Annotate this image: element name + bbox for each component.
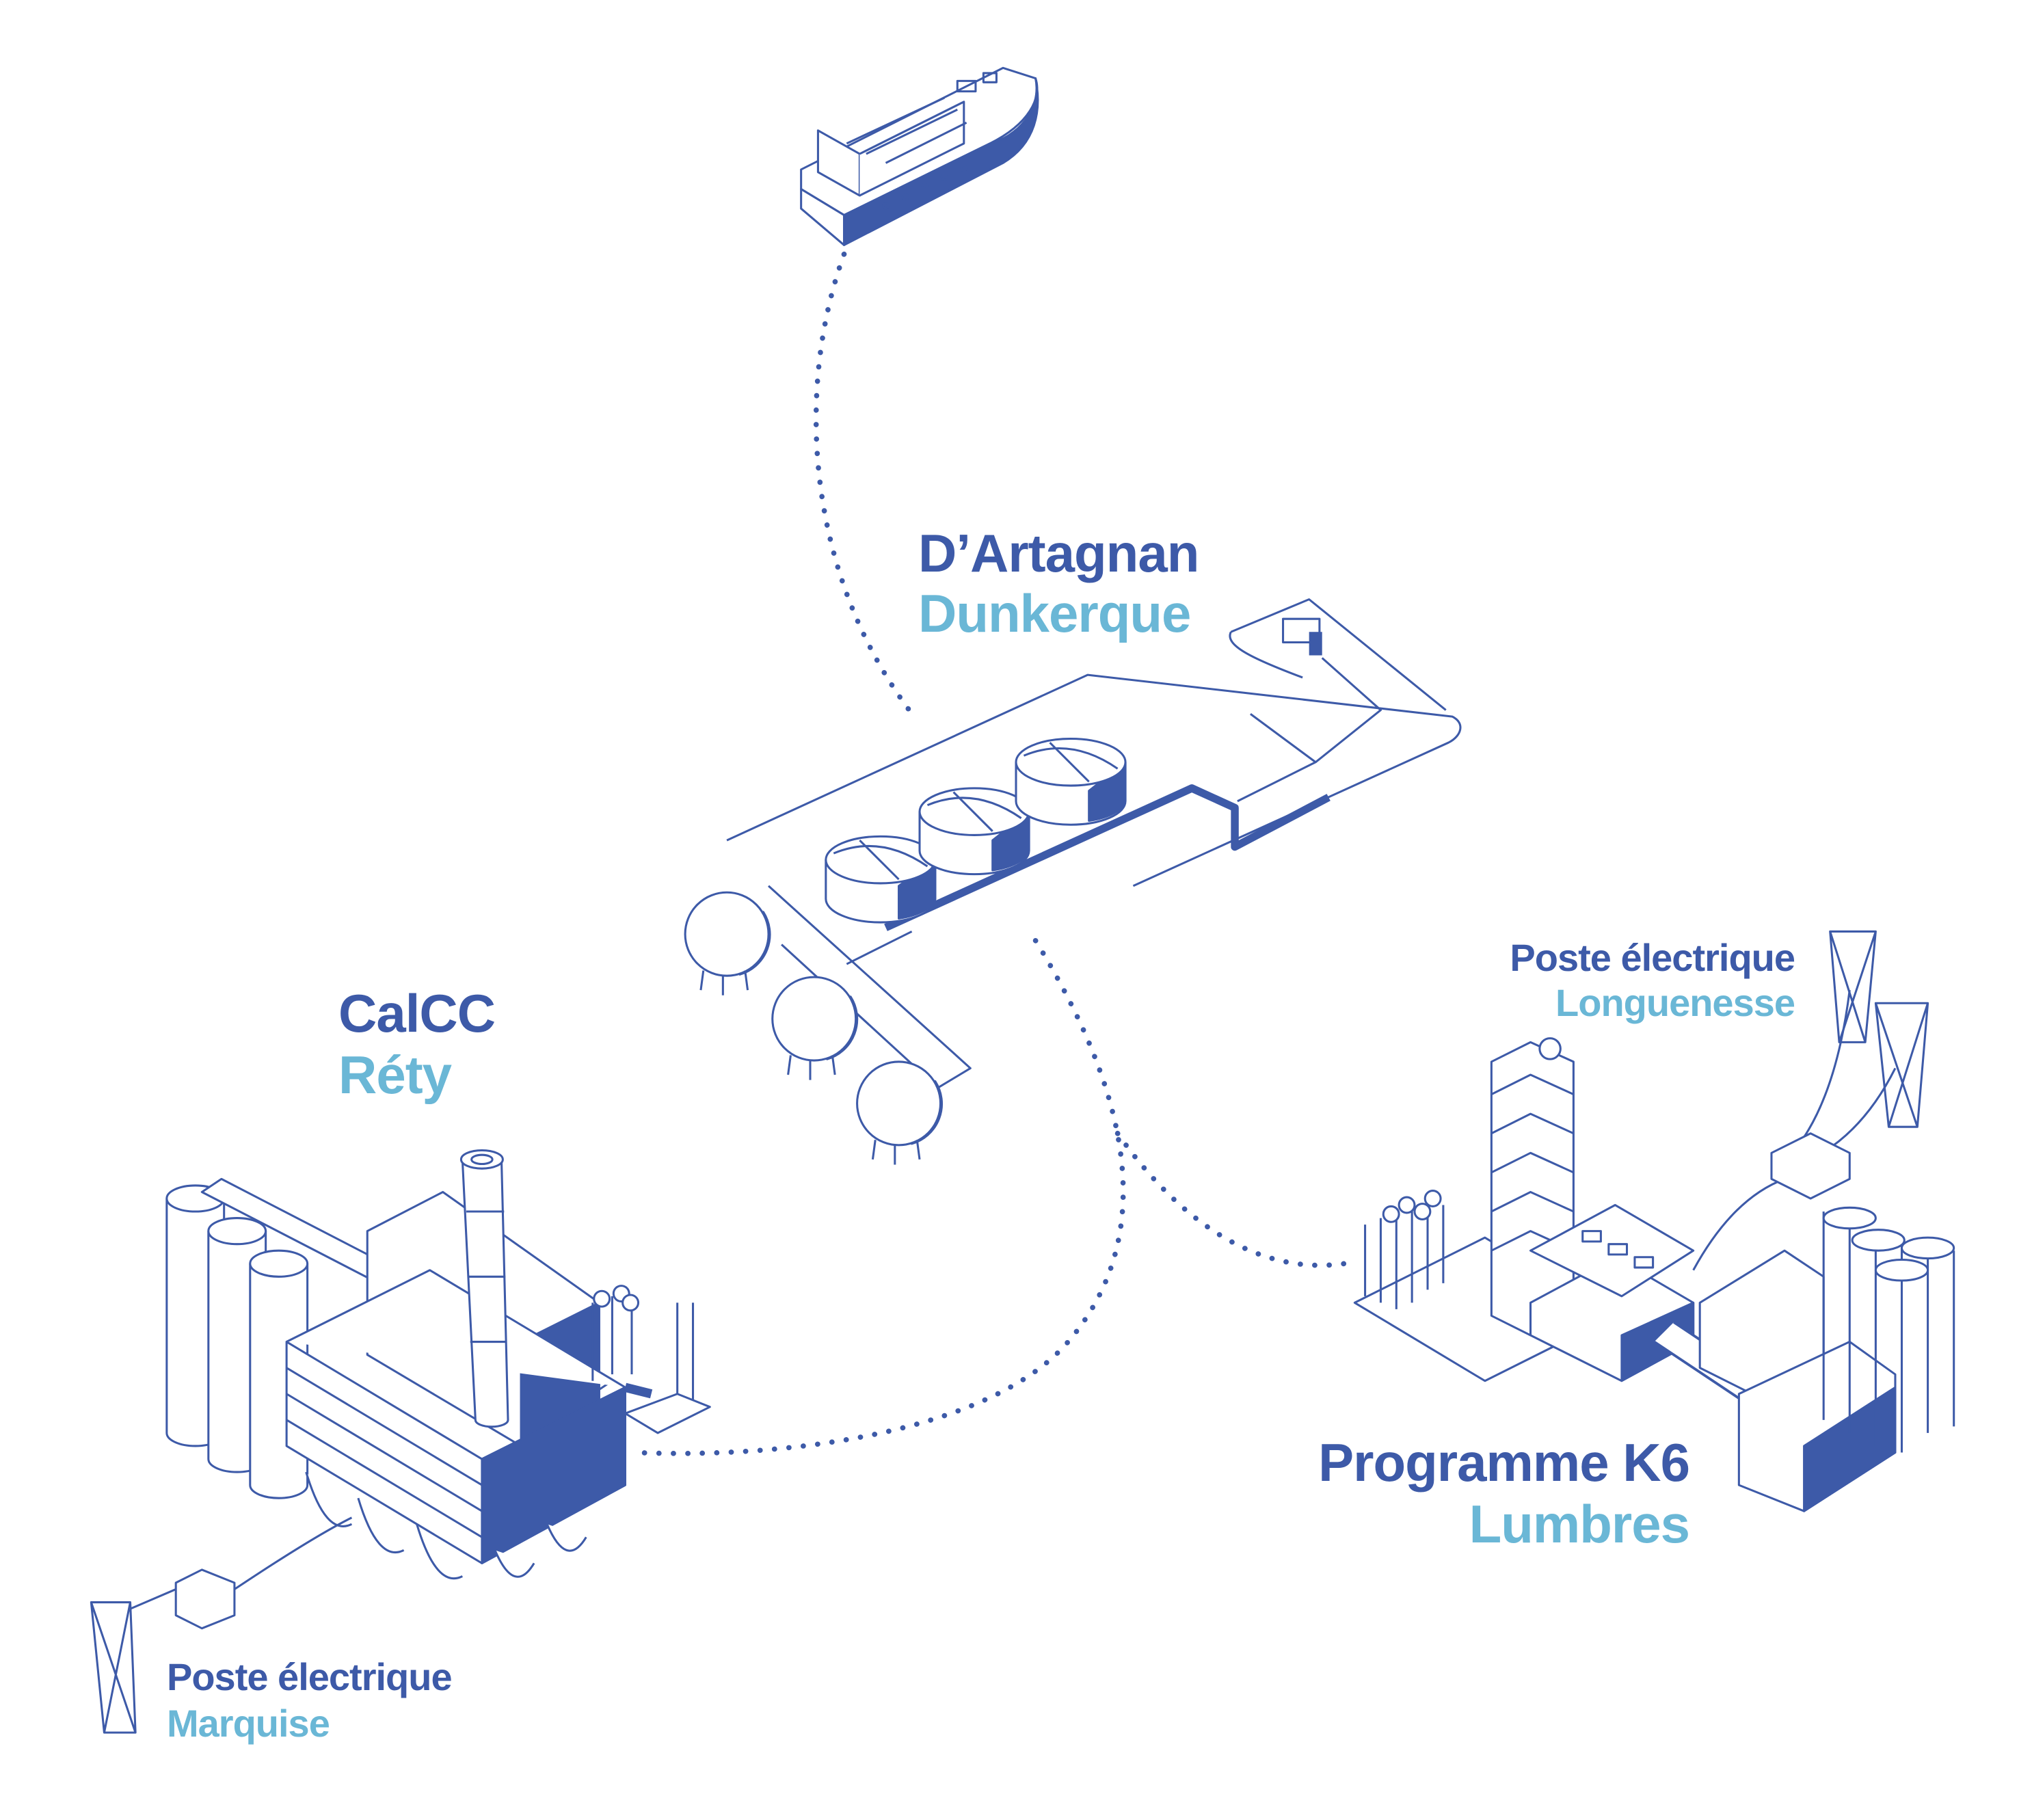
route-ship-to-terminal bbox=[813, 251, 912, 713]
calcc-power-plant-icon bbox=[165, 1149, 711, 1580]
pylon-icon-west bbox=[90, 1516, 353, 1734]
k6-name: Programme K6 bbox=[1318, 1432, 1690, 1493]
substation-west-name: Poste électrique bbox=[167, 1655, 453, 1698]
terminal-name: D’Artagnan bbox=[918, 523, 1199, 583]
label-k6: Programme K6 Lumbres bbox=[1318, 1432, 1690, 1554]
k6-place: Lumbres bbox=[1469, 1494, 1690, 1554]
substation-east-place: Longuenesse bbox=[1555, 981, 1795, 1024]
lng-terminal-icon bbox=[684, 598, 1462, 1165]
calcc-name: CalCC bbox=[338, 983, 496, 1043]
label-calcc: CalCC Réty bbox=[338, 983, 496, 1105]
substation-icon-west bbox=[174, 1568, 236, 1630]
route-terminal-to-calcc bbox=[632, 937, 1126, 1456]
route-terminal-to-k6 bbox=[1114, 1130, 1347, 1268]
substation-icon-east bbox=[1770, 1132, 1851, 1200]
pylon-icon-east bbox=[1796, 930, 1929, 1161]
ship-icon bbox=[800, 66, 1039, 246]
label-substation-east: Poste électrique Longuenesse bbox=[1510, 939, 1795, 1022]
label-terminal: D’Artagnan Dunkerque bbox=[918, 526, 1199, 640]
calcc-place: Réty bbox=[338, 1045, 452, 1105]
k6-cement-plant-icon bbox=[1353, 1037, 1955, 1512]
terminal-place: Dunkerque bbox=[918, 583, 1191, 643]
substation-west-place: Marquise bbox=[167, 1702, 330, 1745]
substation-east-name: Poste électrique bbox=[1510, 936, 1795, 979]
label-substation-west: Poste électrique Marquise bbox=[167, 1655, 453, 1745]
